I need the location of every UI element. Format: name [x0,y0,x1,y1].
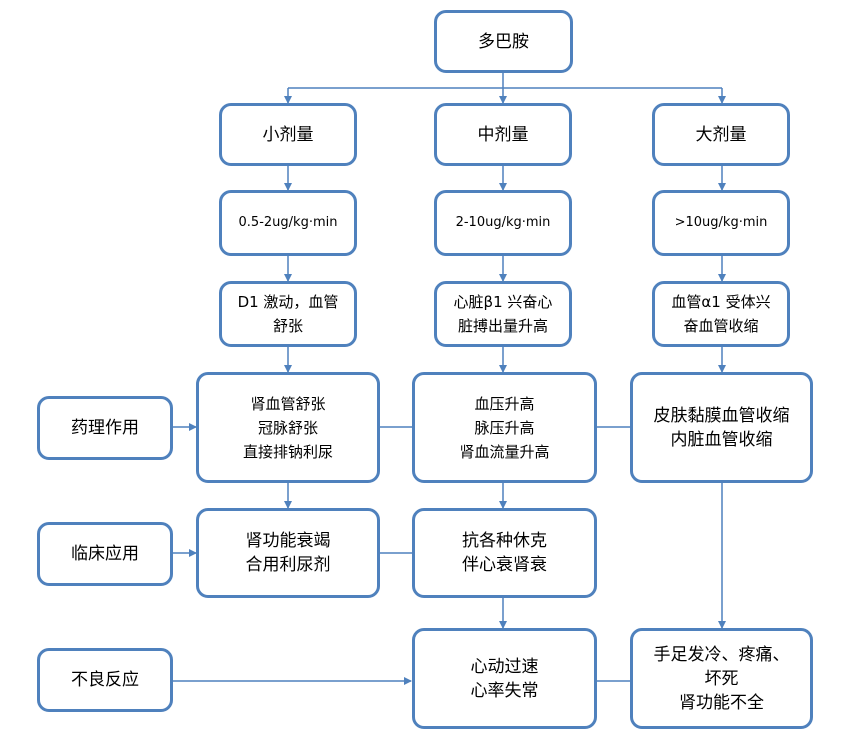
rate-large-label: >10ug/kg·min [674,215,768,230]
root-label: 多巴胺 [478,31,529,52]
rate-medium-node: 2-10ug/kg·min [434,190,572,256]
dose-small-label: 小剂量 [262,124,314,145]
rate-small-node: 0.5-2ug/kg·min [219,190,357,256]
clinical-medium-line-1: 抗各种休克 [462,531,547,551]
category-pharmacology-node: 药理作用 [37,396,173,460]
clinical-small-node: 肾功能衰竭 合用利尿剂 [196,508,380,598]
category-pharmacology-label: 药理作用 [71,418,139,438]
pharm-medium-node: 血压升高 脉压升高 肾血流量升高 [412,372,597,483]
pharm-large-line-1: 皮肤黏膜血管收缩 [653,405,790,426]
pharm-small-line-2: 冠脉舒张 [257,418,318,437]
rate-medium-label: 2-10ug/kg·min [455,215,551,230]
pharm-small-node: 肾血管舒张 冠脉舒张 直接排钠利尿 [196,372,380,483]
clinical-medium-line-2: 伴心衰肾衰 [462,555,547,575]
category-adverse-label: 不良反应 [71,670,139,690]
pharm-small-line-3: 直接排钠利尿 [242,442,333,461]
receptor-small-line-2: 舒张 [272,317,303,335]
adverse-medium-node: 心动过速 心率失常 [412,628,597,729]
pharm-medium-line-3: 肾血流量升高 [459,442,550,461]
receptor-small-node: D1 激动，血管 舒张 [219,281,357,347]
category-adverse-node: 不良反应 [37,648,173,712]
adverse-medium-line-1: 心动过速 [470,656,539,677]
receptor-medium-line-2: 脏搏出量升高 [457,317,548,335]
receptor-large-line-1: 血管α1 受体兴 [671,293,771,311]
root-node: 多巴胺 [434,10,573,73]
pharm-medium-line-1: 血压升高 [474,394,535,413]
adverse-large-line-2: 坏死 [704,668,739,689]
dose-large-node: 大剂量 [652,103,790,166]
receptor-small-line-1: D1 激动，血管 [237,293,339,311]
receptor-medium-line-1: 心脏β1 兴奋心 [453,293,553,311]
dose-medium-label: 中剂量 [477,124,529,145]
adverse-medium-line-2: 心率失常 [470,680,539,701]
adverse-large-line-3: 肾功能不全 [679,692,764,713]
clinical-small-line-2: 合用利尿剂 [245,555,331,575]
dose-medium-node: 中剂量 [434,103,572,166]
rate-large-node: >10ug/kg·min [652,190,790,256]
pharm-large-node: 皮肤黏膜血管收缩 内脏血管收缩 [630,372,813,483]
rate-small-label: 0.5-2ug/kg·min [238,215,338,230]
clinical-medium-node: 抗各种休克 伴心衰肾衰 [412,508,597,598]
adverse-large-node: 手足发冷、疼痛、 坏死 肾功能不全 [630,628,813,729]
pharm-small-line-1: 肾血管舒张 [250,394,326,413]
clinical-small-line-1: 肾功能衰竭 [245,531,331,551]
pharm-medium-line-2: 脉压升高 [474,418,535,437]
dose-large-label: 大剂量 [695,124,747,145]
receptor-large-line-2: 奋血管收缩 [683,317,759,335]
receptor-medium-node: 心脏β1 兴奋心 脏搏出量升高 [434,281,572,347]
dose-small-node: 小剂量 [219,103,357,166]
adverse-large-line-1: 手足发冷、疼痛、 [653,644,790,665]
pharm-large-line-2: 内脏血管收缩 [670,429,773,450]
category-clinical-node: 临床应用 [37,522,173,586]
receptor-large-node: 血管α1 受体兴 奋血管收缩 [652,281,790,347]
category-clinical-label: 临床应用 [71,544,139,564]
